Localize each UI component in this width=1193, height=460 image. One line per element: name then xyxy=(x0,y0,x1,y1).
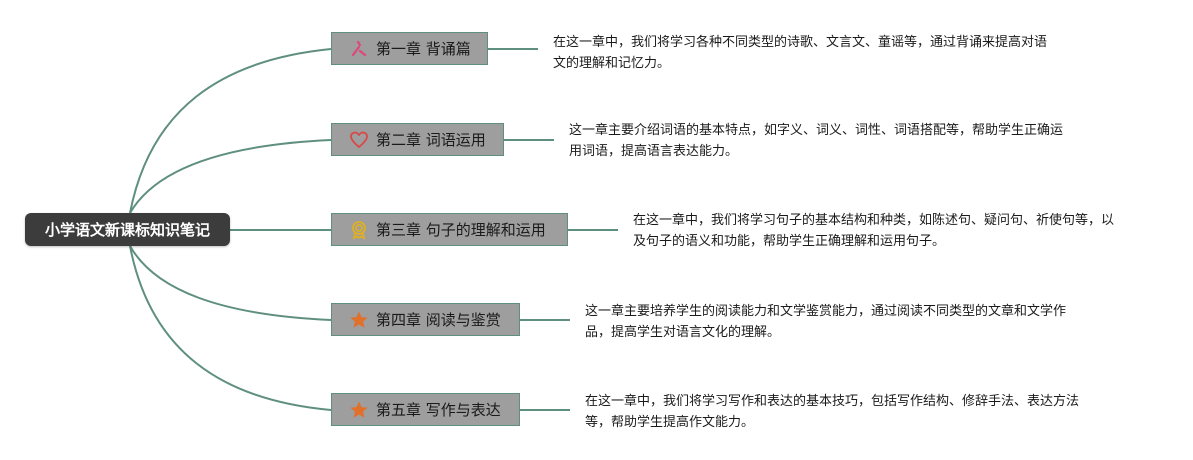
chapter-desc-3: 在这一章中，我们将学习句子的基本结构和种类，如陈述句、疑问句、祈使句等，以及句子… xyxy=(633,213,1115,249)
chapter-node-4[interactable]: 第四章 阅读与鉴赏 xyxy=(331,303,520,336)
chapter-desc-5: 在这一章中，我们将学习写作和表达的基本技巧，包括写作结构、修辞手法、表达方法等，… xyxy=(585,394,1080,430)
chapter-node-2[interactable]: 第二章 词语运用 xyxy=(331,123,504,156)
root-node[interactable]: 小学语文新课标知识笔记 xyxy=(25,213,230,246)
chapter-label-1: 第一章 背诵篇 xyxy=(376,40,471,58)
chapter-label-5: 第五章 写作与表达 xyxy=(376,401,501,419)
heart-icon xyxy=(348,129,370,151)
pen-strokes-icon xyxy=(348,38,370,60)
chapter-label-2: 第二章 词语运用 xyxy=(376,131,486,149)
chapter-node-1[interactable]: 第一章 背诵篇 xyxy=(331,32,488,65)
connector-root-ch5 xyxy=(129,245,332,411)
chapter-desc-2: 这一章主要介绍词语的基本特点，如字义、词义、词性、词语搭配等，帮助学生正确运用词… xyxy=(569,123,1064,159)
chapter-node-3[interactable]: 第三章 句子的理解和运用 xyxy=(331,213,568,246)
connector-root-ch1 xyxy=(129,48,332,214)
connector-root-ch4 xyxy=(129,245,332,321)
star-icon xyxy=(348,309,370,331)
award-medal-icon xyxy=(348,219,370,241)
chapter-label-4: 第四章 阅读与鉴赏 xyxy=(376,311,501,329)
root-label: 小学语文新课标知识笔记 xyxy=(44,221,210,239)
chapter-desc-1: 在这一章中，我们将学习各种不同类型的诗歌、文言文、童谣等，通过背诵来提高对语文的… xyxy=(553,35,1048,71)
star-icon xyxy=(348,399,370,421)
chapter-label-3: 第三章 句子的理解和运用 xyxy=(376,221,546,239)
chapter-desc-4: 这一章主要培养学生的阅读能力和文学鉴赏能力，通过阅读不同类型的文章和文学作品，提… xyxy=(585,304,1067,340)
connector-root-ch2 xyxy=(129,139,332,214)
chapter-node-5[interactable]: 第五章 写作与表达 xyxy=(331,393,520,426)
